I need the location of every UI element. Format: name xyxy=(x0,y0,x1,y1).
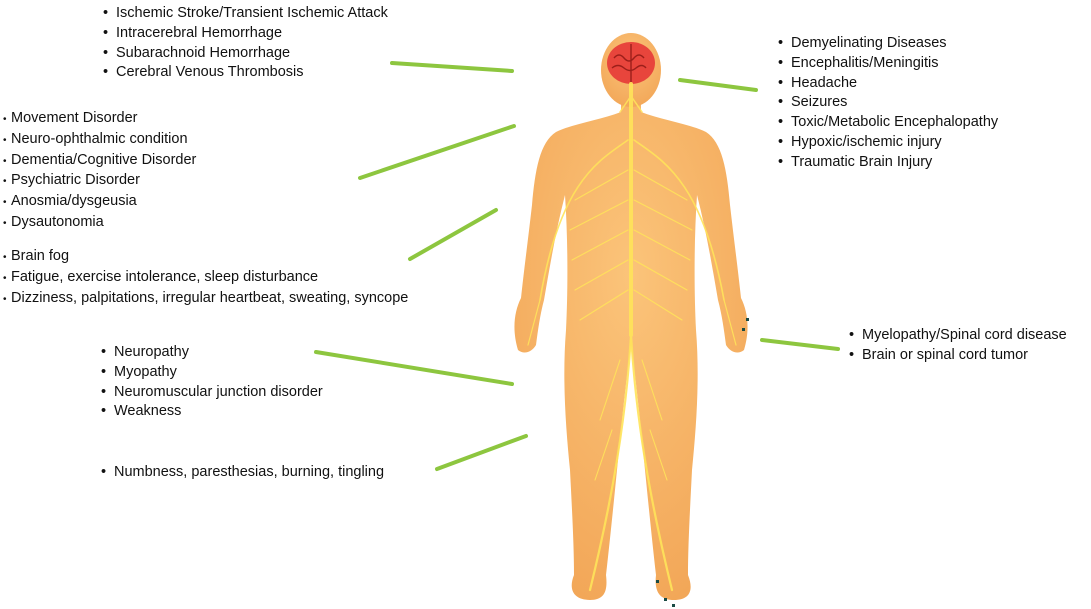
list-item: Myelopathy/Spinal cord disease xyxy=(849,326,1091,346)
brain-icon xyxy=(607,42,655,84)
list-item: Encephalitis/Meningitis xyxy=(778,54,998,74)
human-body xyxy=(514,33,747,600)
cns-disorders-list: Movement Disorder Neuro-ophthalmic condi… xyxy=(6,109,196,234)
spinal-disorders-list: Myelopathy/Spinal cord disease Brain or … xyxy=(849,326,1091,366)
list-item: Dementia/Cognitive Disorder xyxy=(6,151,196,172)
connector-vascular xyxy=(392,63,512,71)
list-item: Neuropathy xyxy=(101,343,323,363)
connector-spinal xyxy=(762,340,838,349)
connector-brain xyxy=(680,80,756,90)
list-item: Fatigue, exercise intolerance, sleep dis… xyxy=(6,268,408,289)
list-item: Neuromuscular junction disorder xyxy=(101,383,323,403)
list-item: Cerebral Venous Thrombosis xyxy=(103,63,388,83)
connector-peripheral xyxy=(316,352,512,384)
list-item: Subarachnoid Hemorrhage xyxy=(103,44,388,64)
connector-cns xyxy=(360,126,514,178)
list-item: Weakness xyxy=(101,402,323,422)
list-item: Traumatic Brain Injury xyxy=(778,153,998,173)
list-item: Anosmia/dysgeusia xyxy=(6,192,196,213)
list-item: Numbness, paresthesias, burning, tinglin… xyxy=(101,463,384,483)
list-item: Neuro-ophthalmic condition xyxy=(6,130,196,151)
list-item: Movement Disorder xyxy=(6,109,196,130)
vascular-disorders-list: Ischemic Stroke/Transient Ischemic Attac… xyxy=(103,4,388,83)
list-item: Brain or spinal cord tumor xyxy=(849,346,1091,366)
brain-disorders-list: Demyelinating Diseases Encephalitis/Meni… xyxy=(778,34,998,173)
list-item: Demyelinating Diseases xyxy=(778,34,998,54)
list-item: Ischemic Stroke/Transient Ischemic Attac… xyxy=(103,4,388,24)
list-item: Headache xyxy=(778,74,998,94)
connector-long-covid xyxy=(410,210,496,259)
list-item: Myopathy xyxy=(101,363,323,383)
list-item: Psychiatric Disorder xyxy=(6,171,196,192)
list-item: Dysautonomia xyxy=(6,213,196,234)
peripheral-disorders-list: Neuropathy Myopathy Neuromuscular juncti… xyxy=(101,343,323,422)
long-covid-symptoms-list: Brain fog Fatigue, exercise intolerance,… xyxy=(6,247,408,309)
list-item: Hypoxic/ischemic injury xyxy=(778,133,998,153)
list-item: Toxic/Metabolic Encephalopathy xyxy=(778,113,998,133)
sensory-symptoms-list: Numbness, paresthesias, burning, tinglin… xyxy=(101,463,384,483)
list-item: Intracerebral Hemorrhage xyxy=(103,24,388,44)
connector-sensory xyxy=(437,436,526,469)
list-item: Seizures xyxy=(778,93,998,113)
list-item: Dizziness, palpitations, irregular heart… xyxy=(6,289,408,310)
list-item: Brain fog xyxy=(6,247,408,268)
